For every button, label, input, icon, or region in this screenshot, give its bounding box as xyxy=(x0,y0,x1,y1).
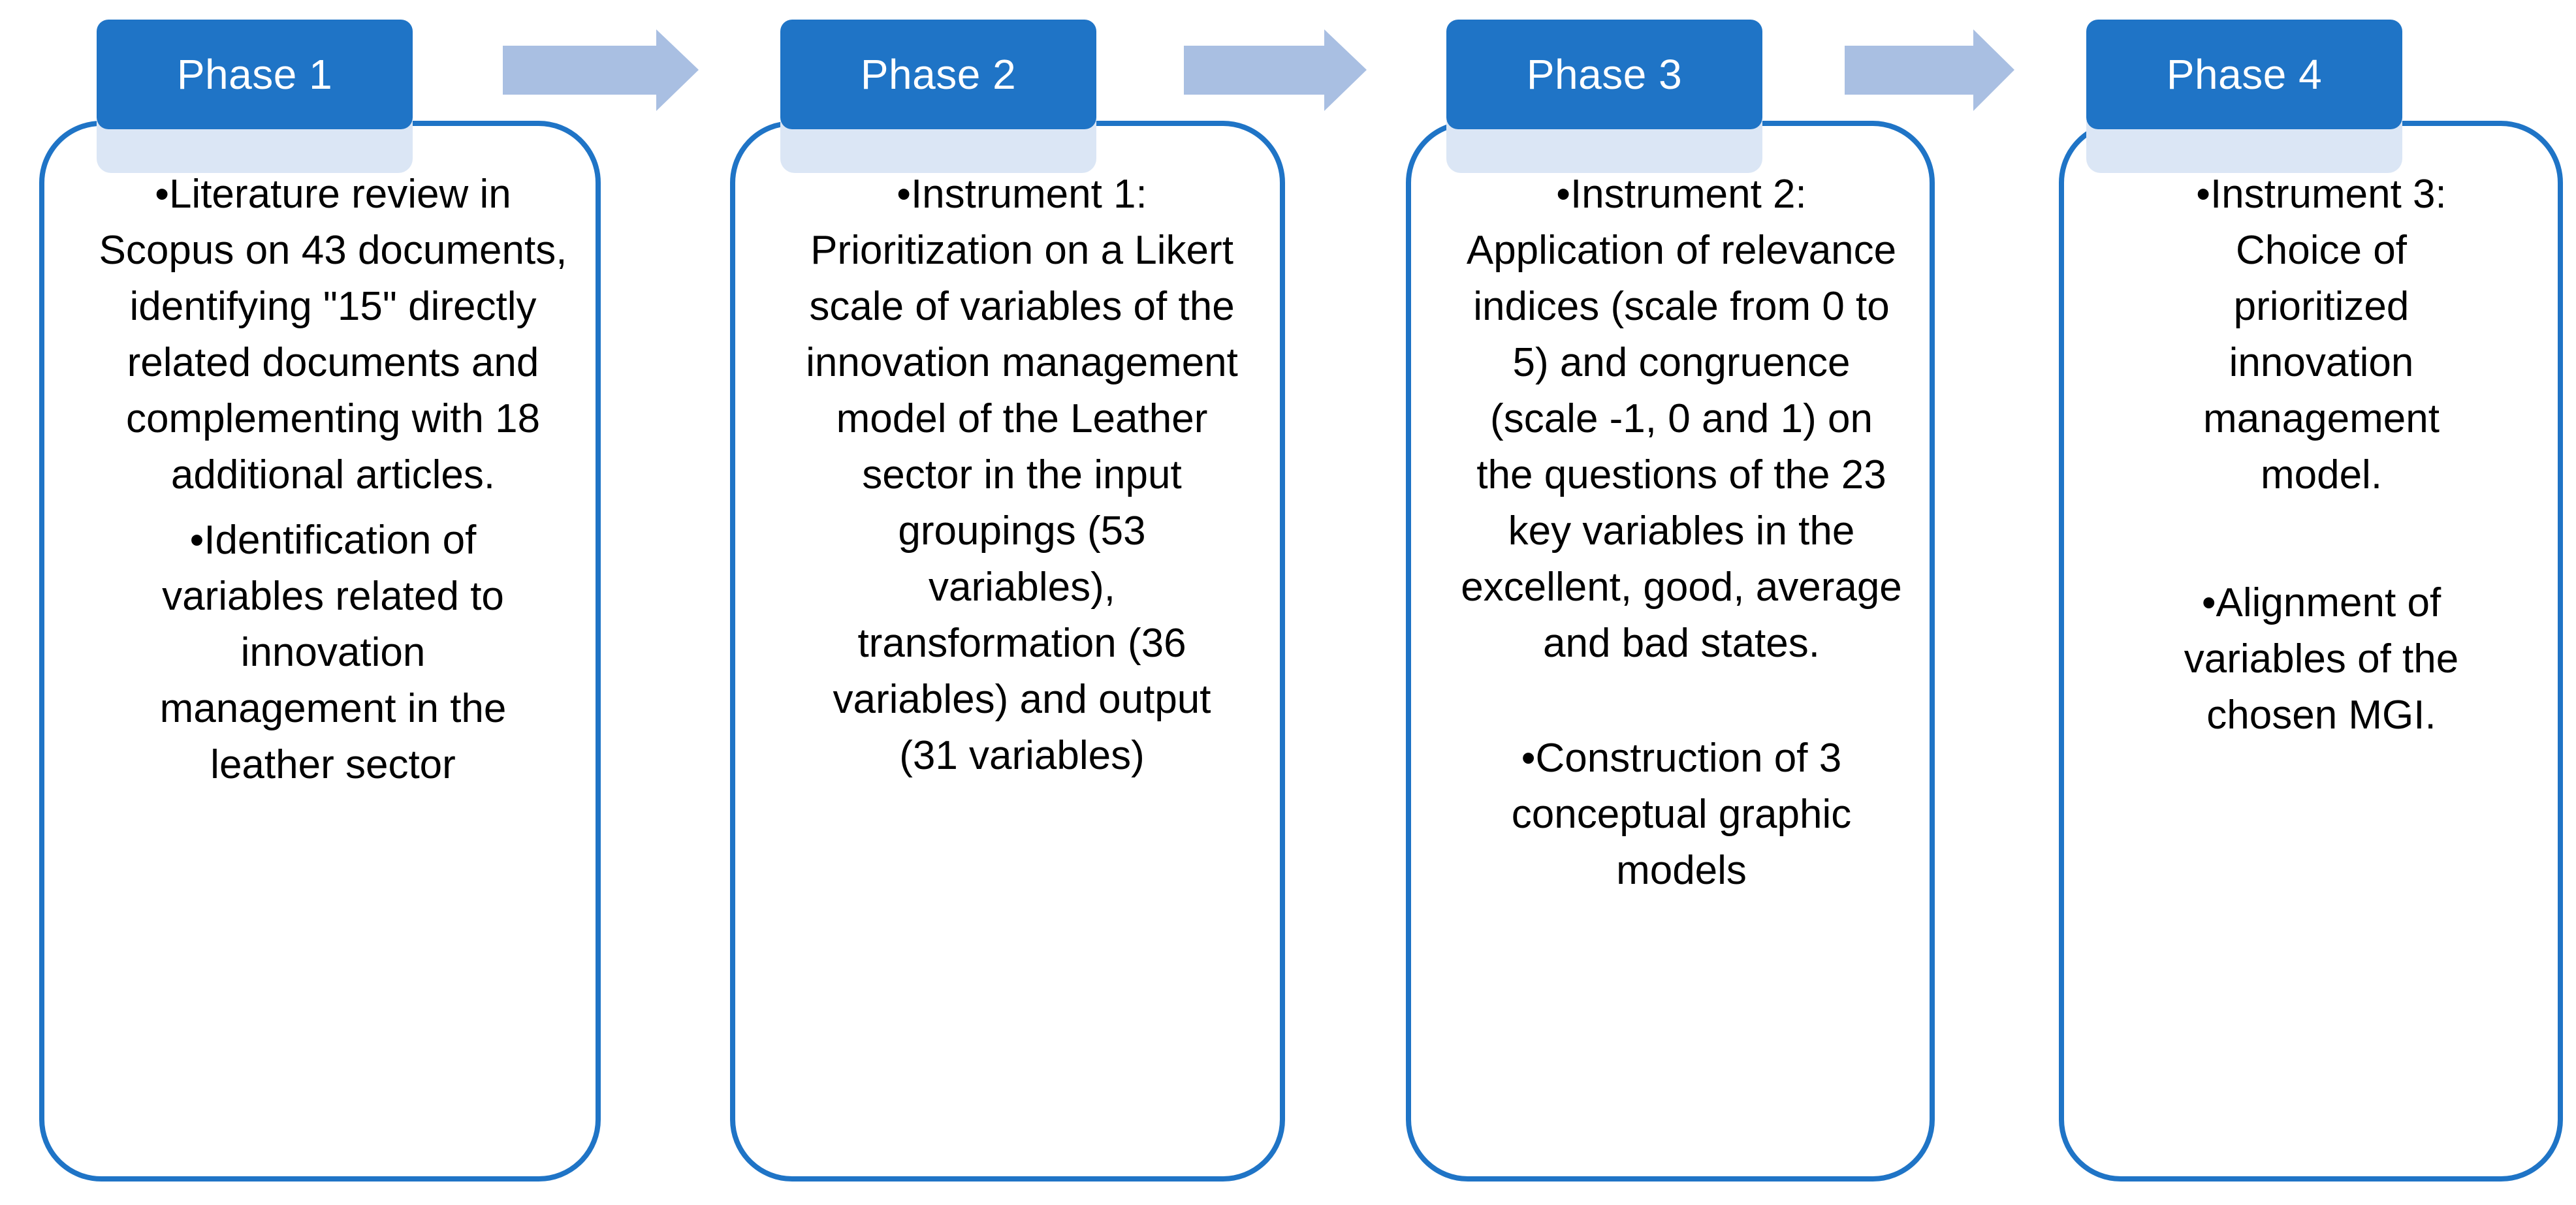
phase-2-content: Instrument 1: Prioritization on a Likert… xyxy=(787,166,1257,784)
phase-4-bullet-1: Instrument 3: Choice of prioritized inno… xyxy=(2139,166,2504,503)
phase-3-tab: Phase 3 xyxy=(1446,20,1762,129)
phase-3-bullet-2: Construction of 3 conceptual graphic mod… xyxy=(1459,730,1903,899)
phase-2-tab-shadow xyxy=(780,121,1096,173)
phase-3-bullet-1: Instrument 2: Application of relevance i… xyxy=(1459,166,1903,672)
phase-4-label: Phase 4 xyxy=(2166,51,2323,98)
phase-3-content: Instrument 2: Application of relevance i… xyxy=(1459,166,1903,899)
phase-1-content: Literature review in Scopus on 43 docume… xyxy=(98,166,568,793)
phase-4-tab: Phase 4 xyxy=(2086,20,2402,129)
arrow-right-icon xyxy=(503,29,699,111)
phase-2-tab: Phase 2 xyxy=(780,20,1096,129)
phase-3-label: Phase 3 xyxy=(1526,51,1683,98)
phase-4-bullet-2: Alignment of variables of the chosen MGI… xyxy=(2139,575,2504,743)
phase-1-bullet-2: Identification of variables related to i… xyxy=(98,512,568,793)
phase-1-bullet-1: Literature review in Scopus on 43 docume… xyxy=(98,166,568,503)
phase-2-label: Phase 2 xyxy=(860,51,1017,98)
phase-1-tab: Phase 1 xyxy=(97,20,413,129)
arrow-right-icon xyxy=(1184,29,1367,111)
phase-4-tab-shadow xyxy=(2086,121,2402,173)
phase-1-tab-shadow xyxy=(97,121,413,173)
arrow-right-icon xyxy=(1845,29,2014,111)
phase-3-tab-shadow xyxy=(1446,121,1762,173)
phase-2-bullet-1: Instrument 1: Prioritization on a Likert… xyxy=(787,166,1257,784)
phase-4-content: Instrument 3: Choice of prioritized inno… xyxy=(2139,166,2504,743)
phase-1-label: Phase 1 xyxy=(176,51,333,98)
